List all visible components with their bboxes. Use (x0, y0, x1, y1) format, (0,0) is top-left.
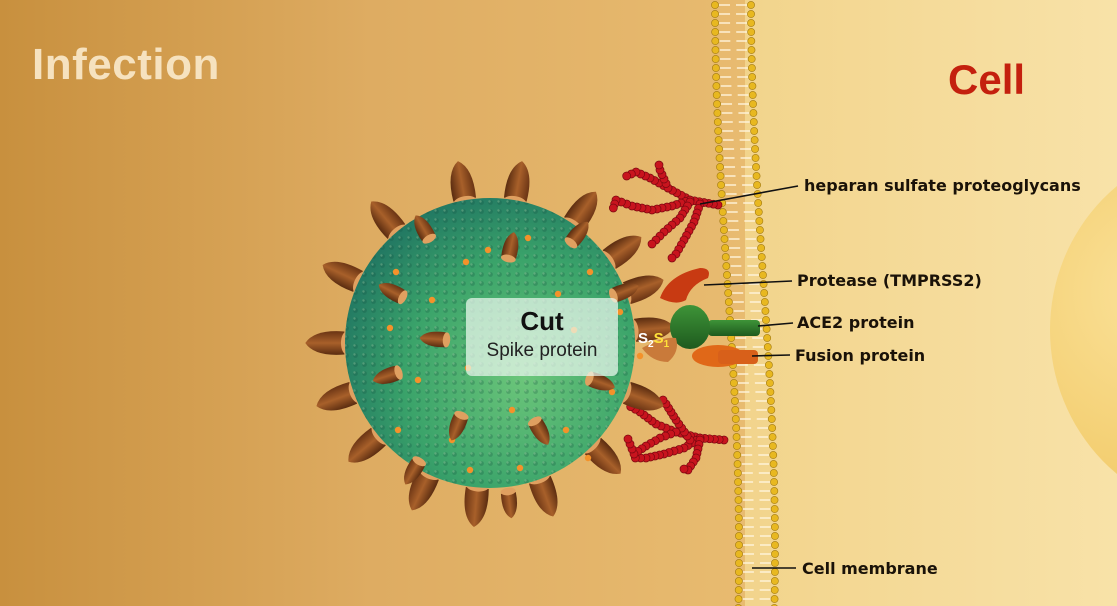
protease-leader (703, 280, 793, 286)
fusion-label: Fusion protein (795, 346, 926, 365)
ace2-leader (757, 322, 794, 327)
ace2-label: ACE2 protein (797, 313, 915, 332)
cell-title: Cell (948, 56, 1026, 103)
bound-spike (642, 337, 677, 362)
s1-label: S1 (653, 330, 670, 350)
cell-membrane (711, 1, 779, 606)
membrane-label: Cell membrane (802, 559, 938, 578)
s1-s2-label: S2S1 (638, 330, 669, 350)
heparan-label: heparan sulfate proteoglycans (804, 176, 1081, 195)
spike-protein-label: Spike protein (486, 340, 598, 361)
heparan-sulfate-chains (608, 160, 729, 475)
protease-label: Protease (TMPRSS2) (797, 271, 982, 290)
cut-title: Cut (520, 306, 564, 336)
heparan-leader (699, 185, 799, 205)
fusion-protein (692, 345, 758, 367)
infection-title: Infection (32, 40, 220, 89)
nucleus (1050, 186, 1117, 474)
ace2-receptor (670, 305, 760, 349)
fusion-leader (751, 354, 791, 357)
cut-label-box: Cut Spike protein (466, 298, 618, 376)
s2-label: S2 (638, 330, 654, 350)
protease-enzyme (660, 268, 709, 303)
